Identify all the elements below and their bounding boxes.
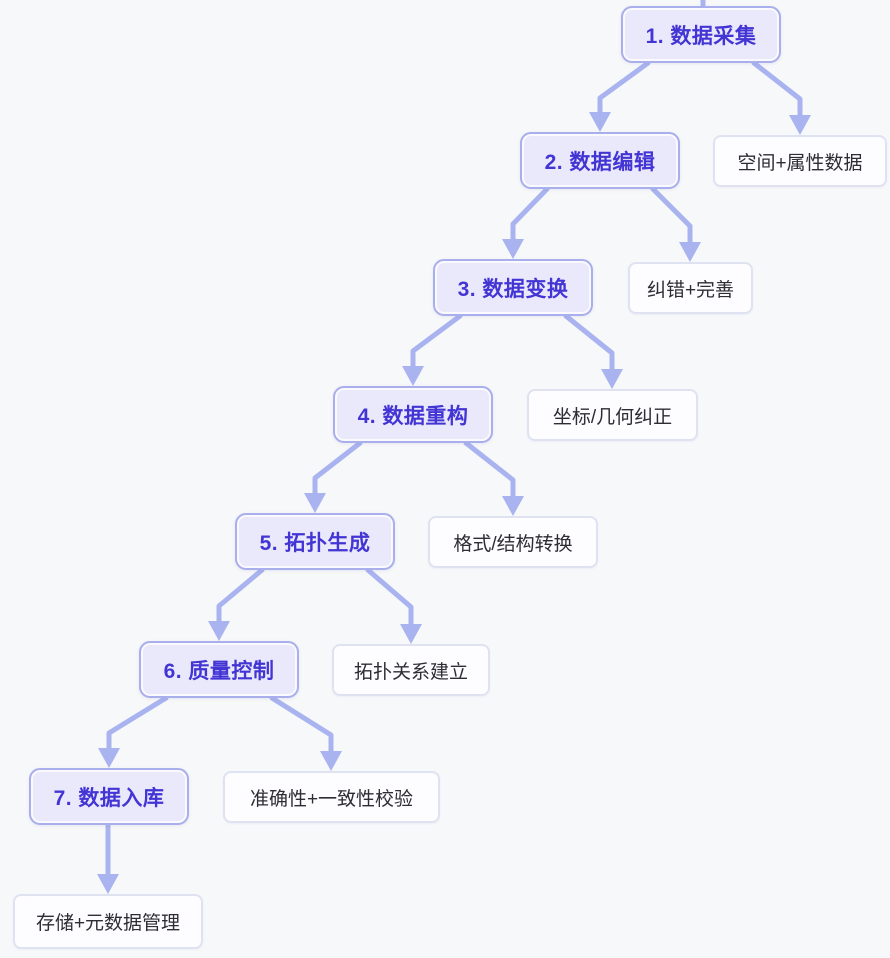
- arrowhead-step3-detail3: [601, 369, 623, 389]
- step-node-2: 2. 数据编辑: [520, 132, 680, 189]
- arrowhead-step5-step6: [208, 621, 230, 641]
- arrow-step1-step2: [597, 60, 651, 123]
- detail-node-5: 拓扑关系建立: [332, 644, 490, 696]
- arrowhead-step6-step7: [98, 748, 120, 768]
- step-node-3: 3. 数据变换: [433, 259, 593, 316]
- arrowhead-step4-detail4: [502, 496, 524, 516]
- step-node-5: 5. 拓扑生成: [235, 513, 395, 570]
- arrow-step5-detail5: [365, 567, 414, 635]
- arrow-step4-step5: [312, 440, 363, 504]
- arrow-step6-detail6: [269, 695, 334, 762]
- arrowhead-step7-detail7: [97, 874, 119, 894]
- detail-node-4: 格式/结构转换: [428, 516, 598, 568]
- detail-node-7: 存储+元数据管理: [13, 894, 203, 949]
- detail-node-6: 准确性+一致性校验: [223, 771, 440, 823]
- arrow-step6-step7: [106, 695, 169, 759]
- step-node-1: 1. 数据采集: [621, 6, 781, 63]
- detail-node-2: 纠错+完善: [628, 262, 753, 314]
- arrowhead-step1-step2: [589, 112, 611, 132]
- arrow-step2-detail2: [650, 186, 693, 253]
- arrow-step3-step4: [410, 313, 463, 377]
- arrowhead-step4-step5: [304, 493, 326, 513]
- arrowhead-step3-step4: [402, 366, 424, 386]
- arrow-step2-step3: [510, 186, 550, 250]
- arrow-step3-detail3: [563, 313, 615, 380]
- arrowhead-step5-detail5: [400, 624, 422, 644]
- detail-node-3: 坐标/几何纠正: [527, 389, 698, 441]
- step-node-7: 7. 数据入库: [29, 768, 189, 825]
- arrow-step5-step6: [216, 567, 265, 632]
- arrowhead-step1-detail1: [789, 115, 811, 135]
- detail-node-1: 空间+属性数据: [713, 135, 887, 187]
- arrowhead-step2-detail2: [679, 242, 701, 262]
- step-node-6: 6. 质量控制: [139, 641, 299, 698]
- arrow-step4-detail4: [463, 440, 516, 507]
- step-node-4: 4. 数据重构: [333, 386, 493, 443]
- arrowhead-step2-step3: [502, 239, 524, 259]
- arrow-step1-detail1: [751, 60, 803, 126]
- arrowhead-step6-detail6: [320, 751, 342, 771]
